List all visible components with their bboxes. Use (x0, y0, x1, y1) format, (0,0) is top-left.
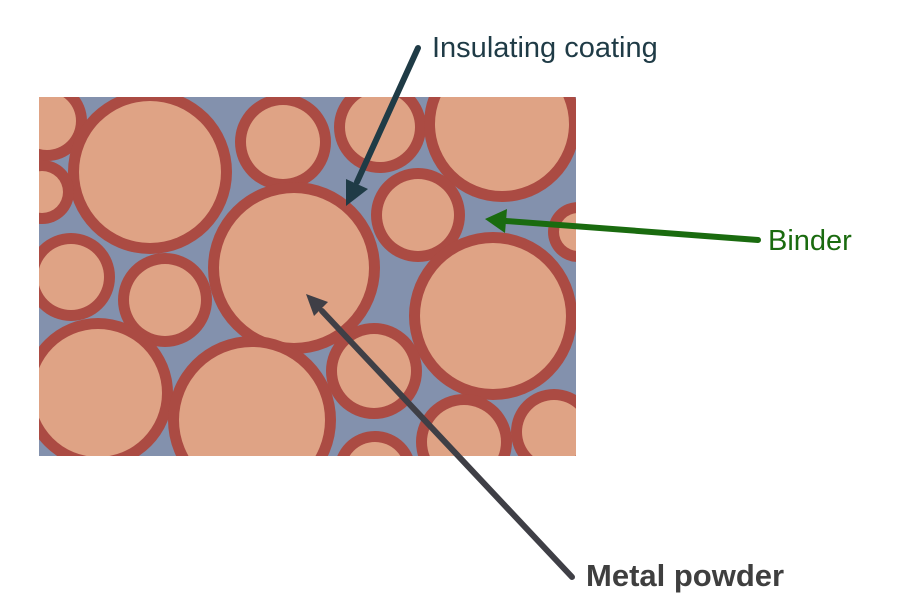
metal-powder-particle (349, 442, 401, 456)
metal-powder-label: Metal powder (586, 558, 785, 593)
metal-powder-particle (522, 400, 576, 456)
arrow-insulating-coating (346, 45, 421, 206)
metal-powder-particle (39, 97, 76, 150)
metal-powder-particle (39, 171, 63, 213)
arrow-binder (485, 209, 761, 243)
metal-powder-particle (39, 329, 162, 456)
metal-powder-particle (559, 213, 576, 251)
metal-powder-particle (219, 193, 369, 343)
metal-powder-particle (382, 179, 454, 251)
coated-particles (39, 97, 576, 456)
metal-powder-particle (427, 405, 501, 456)
metal-powder-particle (246, 105, 320, 179)
metal-powder-particle (420, 243, 566, 389)
particle-coating (548, 202, 576, 262)
metal-powder-particle (435, 97, 569, 191)
binder-label: Binder (768, 225, 852, 257)
arrow-metal-powder (306, 294, 575, 580)
insulating-coating-label: Insulating coating (432, 32, 658, 64)
metal-powder-particle (129, 264, 201, 336)
metal-powder-particle (79, 101, 221, 243)
metal-powder-particle (179, 347, 325, 456)
metal-powder-particle (39, 244, 104, 310)
